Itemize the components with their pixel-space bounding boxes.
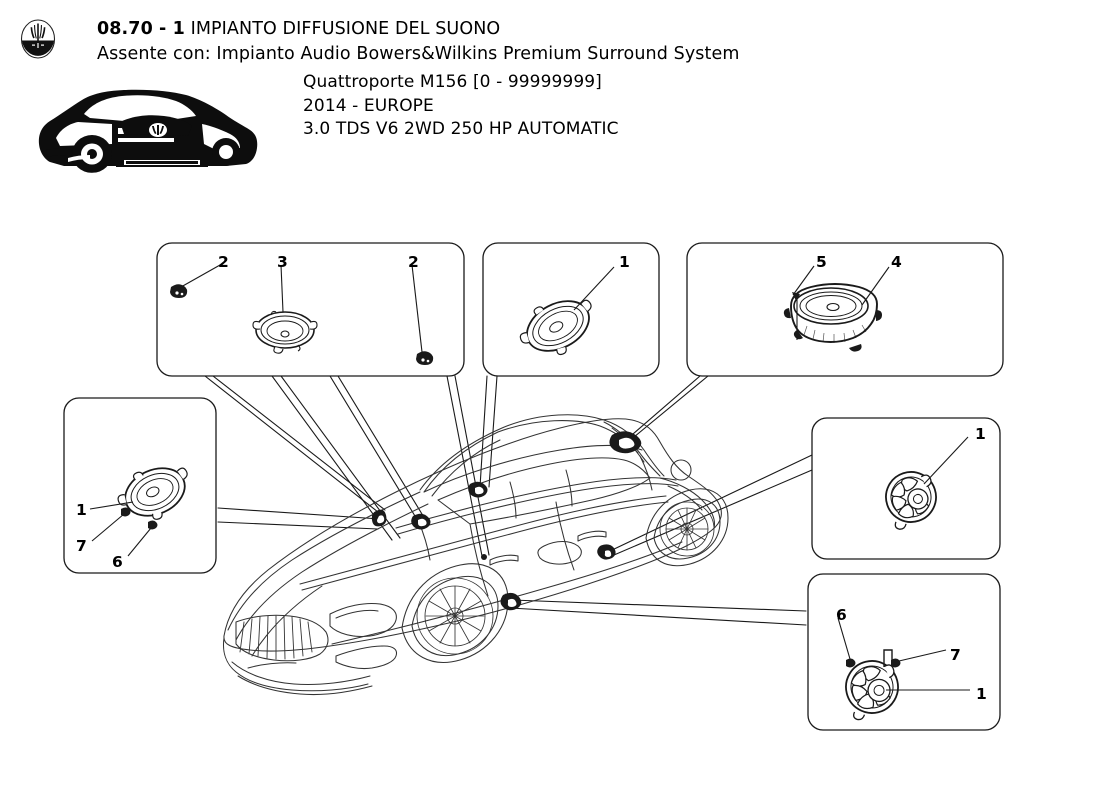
callout-label-7-rear: 7 [950,646,961,664]
vehicle-thumbnail-photo [20,74,270,186]
callout-label-1-rear: 1 [975,425,986,443]
section-code: 08.70 - 1 [97,19,185,39]
vehicle-model: Quattroporte M156 [0 - 99999999] [303,72,602,92]
vehicle-info-block: Quattroporte M156 [0 - 99999999] 2014 - … [303,71,1003,142]
panel-left-contents [89,467,188,557]
callout-label-7-left: 7 [76,537,87,555]
panel-3-contents [783,265,890,352]
panel-leader-lines [204,375,813,626]
vehicle-speaker-markers [371,431,642,611]
vehicle-engine: 3.0 TDS V6 2WD 250 HP AUTOMATIC [303,119,619,139]
panel-1-contents [170,264,434,365]
vehicle-line-drawing [223,414,729,696]
callout-label-2b: 2 [408,253,419,271]
callout-label-4: 4 [891,253,902,271]
callout-label-3: 3 [277,253,288,271]
callout-label-1-rear-b: 1 [976,685,987,703]
section-title: IMPIANTO DIFFUSIONE DEL SUONO [190,19,501,39]
section-heading: 08.70 - 1 IMPIANTO DIFFUSIONE DEL SUONO [97,17,997,42]
title-block: 08.70 - 1 IMPIANTO DIFFUSIONE DEL SUONO … [97,17,997,67]
panel-rear-speaker-fixings [807,573,1001,731]
panel-front-upper-speakers [156,242,465,377]
callout-label-5: 5 [816,253,827,271]
applicability-note: Assente con: Impianto Audio Bowers&Wilki… [97,44,740,64]
callout-label-6-left: 6 [112,553,123,571]
callout-label-1-door: 1 [619,253,630,271]
callout-label-2a: 2 [218,253,229,271]
panel-2-contents [519,266,615,356]
vehicle-year-market: 2014 - EUROPE [303,95,434,116]
maserati-trident-logo [20,19,56,59]
callout-label-6-rear: 6 [836,606,847,624]
panel-rear-speaker-contents [885,436,969,530]
panel-rear-fixings-contents [837,617,970,721]
callout-label-1-left: 1 [76,501,87,519]
